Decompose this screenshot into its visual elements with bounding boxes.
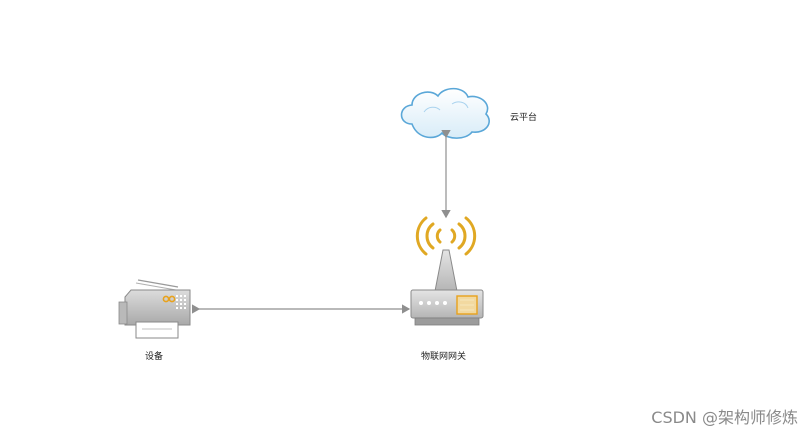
gateway-label: 物联网网关 [421, 352, 467, 362]
keypad-icon [176, 295, 186, 309]
wireless-router-icon [410, 216, 484, 326]
wifi-signal-icon [415, 216, 477, 256]
watermark: CSDN @架构师修炼 [651, 408, 798, 427]
cloud-icon [400, 87, 490, 139]
cloud-label: 云平台 [510, 113, 538, 123]
device-label: 设备 [145, 352, 164, 362]
printer-device-icon [118, 279, 191, 339]
